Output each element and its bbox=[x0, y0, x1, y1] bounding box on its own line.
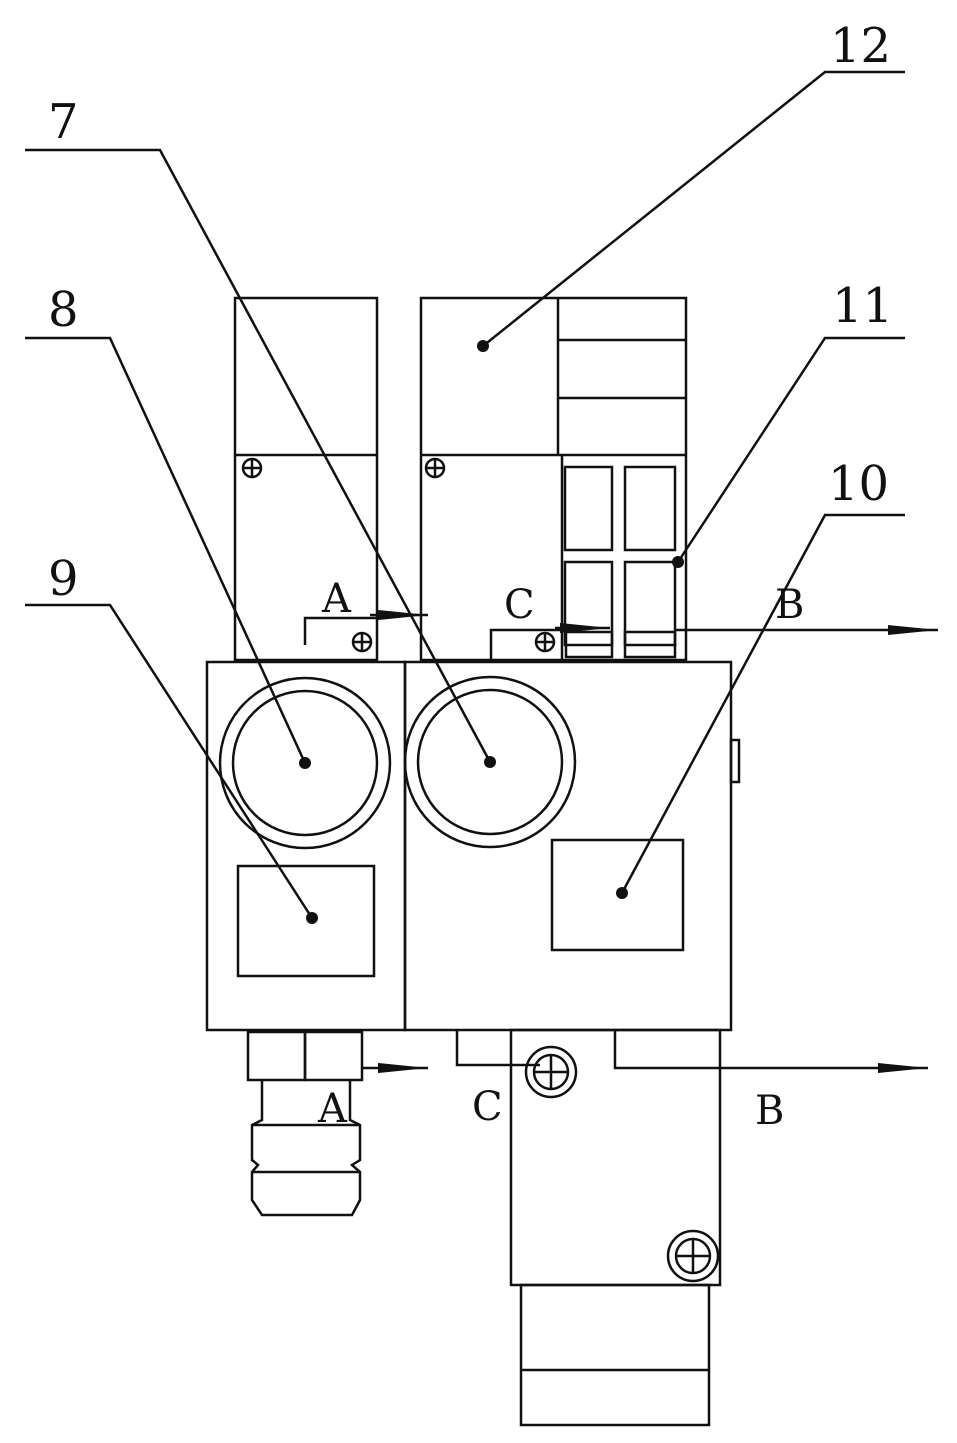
screw-icon bbox=[353, 633, 371, 651]
screw-icon bbox=[668, 1231, 718, 1281]
port-b-bottom: B bbox=[755, 1088, 784, 1134]
callout-10: 10 bbox=[828, 456, 889, 512]
port-b-top: B bbox=[775, 582, 804, 628]
callout-9: 9 bbox=[48, 551, 79, 607]
callout-11: 11 bbox=[832, 278, 893, 334]
leader-lines bbox=[25, 72, 905, 924]
left-solenoid bbox=[235, 298, 377, 660]
right-solenoid bbox=[421, 298, 686, 660]
callout-8: 8 bbox=[48, 282, 79, 338]
port-a-bottom: A bbox=[317, 1086, 348, 1132]
port-c-top: C bbox=[504, 582, 535, 628]
screw-icon bbox=[426, 459, 444, 477]
callout-12: 12 bbox=[830, 18, 891, 74]
screw-icon bbox=[243, 459, 261, 477]
screw-icon bbox=[526, 1047, 576, 1097]
screw-icon bbox=[536, 633, 554, 651]
port-c-bottom: C bbox=[472, 1084, 503, 1130]
port-a-top: A bbox=[321, 576, 352, 622]
valve-body bbox=[207, 662, 739, 1030]
callout-7: 7 bbox=[48, 94, 79, 150]
